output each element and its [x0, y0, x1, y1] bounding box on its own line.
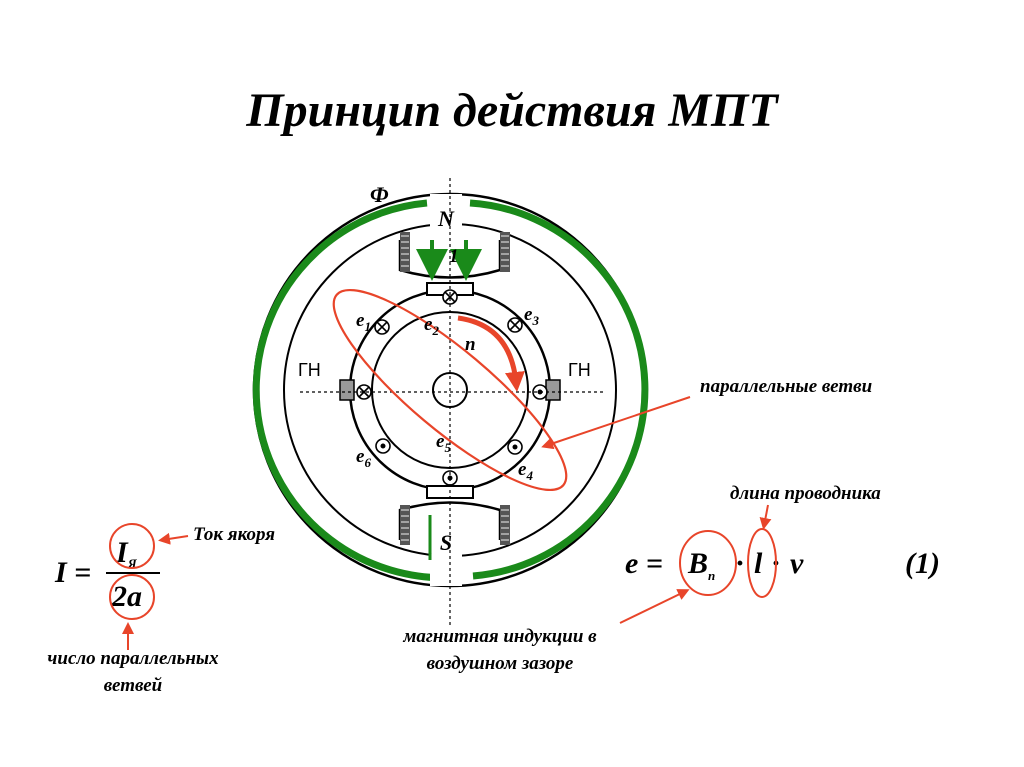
south-pole-gap	[430, 554, 462, 586]
conductor-length-label: длина проводника	[730, 483, 881, 504]
armature-current-label: Ток якоря	[193, 524, 275, 545]
svg-text:1: 1	[449, 246, 459, 267]
flux-label: Ф	[370, 182, 389, 207]
neutral-left-label: ГН	[298, 360, 321, 380]
emf-e5: e5	[436, 431, 451, 455]
brush-left	[339, 379, 355, 401]
emf-e4: e4	[518, 459, 533, 483]
north-coil-left	[400, 232, 410, 272]
parallel-branches-arrow	[541, 396, 691, 450]
emf-formula-B: Bn	[687, 547, 715, 583]
induction-label-2: воздушном зазоре	[427, 653, 574, 674]
flux-path-left	[252, 199, 462, 582]
emf-e6: e6	[356, 446, 371, 470]
armature-current-highlight	[109, 523, 155, 569]
emf-formula-lhs: e =	[625, 547, 663, 580]
north-coil-right	[500, 232, 510, 272]
branches-count-highlight	[109, 574, 155, 620]
neutral-right-label: ГН	[568, 360, 591, 380]
induction-arrow	[619, 589, 690, 624]
current-formula-denominator: 2a	[111, 580, 142, 613]
south-coil-right	[500, 505, 510, 545]
conductor-length-arrow	[759, 504, 772, 530]
flux-path-right	[469, 199, 649, 580]
induction-highlight	[679, 530, 737, 596]
emf-e3: e3	[524, 304, 539, 328]
brush-right	[545, 379, 561, 401]
rotation-label: n	[465, 334, 476, 355]
emf-formula-l: l	[754, 547, 763, 580]
equation-number: (1)	[905, 547, 940, 580]
parallel-branch-ellipse	[332, 288, 568, 492]
emf-formula-dot1: ·	[736, 547, 744, 580]
induction-label-1: магнитная индукции в	[402, 626, 597, 647]
branches-count-label-2: ветвей	[104, 675, 162, 696]
emf-e1: e1	[356, 310, 371, 334]
north-pole-label: N	[437, 206, 455, 231]
armature-current-arrow	[158, 532, 189, 545]
south-coil-left	[400, 505, 410, 545]
parallel-branches-label: параллельные ветви	[700, 376, 872, 397]
emf-e2: e2	[424, 314, 439, 338]
south-pole-label: S	[440, 530, 452, 555]
north-pole-gap	[430, 194, 462, 228]
branches-count-label-1: число параллельных	[47, 648, 219, 669]
rotation-arrow	[457, 315, 525, 392]
page-title: Принцип действия МПТ	[245, 84, 779, 137]
current-formula-numerator: IЯ	[115, 536, 138, 571]
current-formula-lhs: I =	[54, 556, 91, 589]
emf-formula-v: ν	[790, 547, 804, 580]
